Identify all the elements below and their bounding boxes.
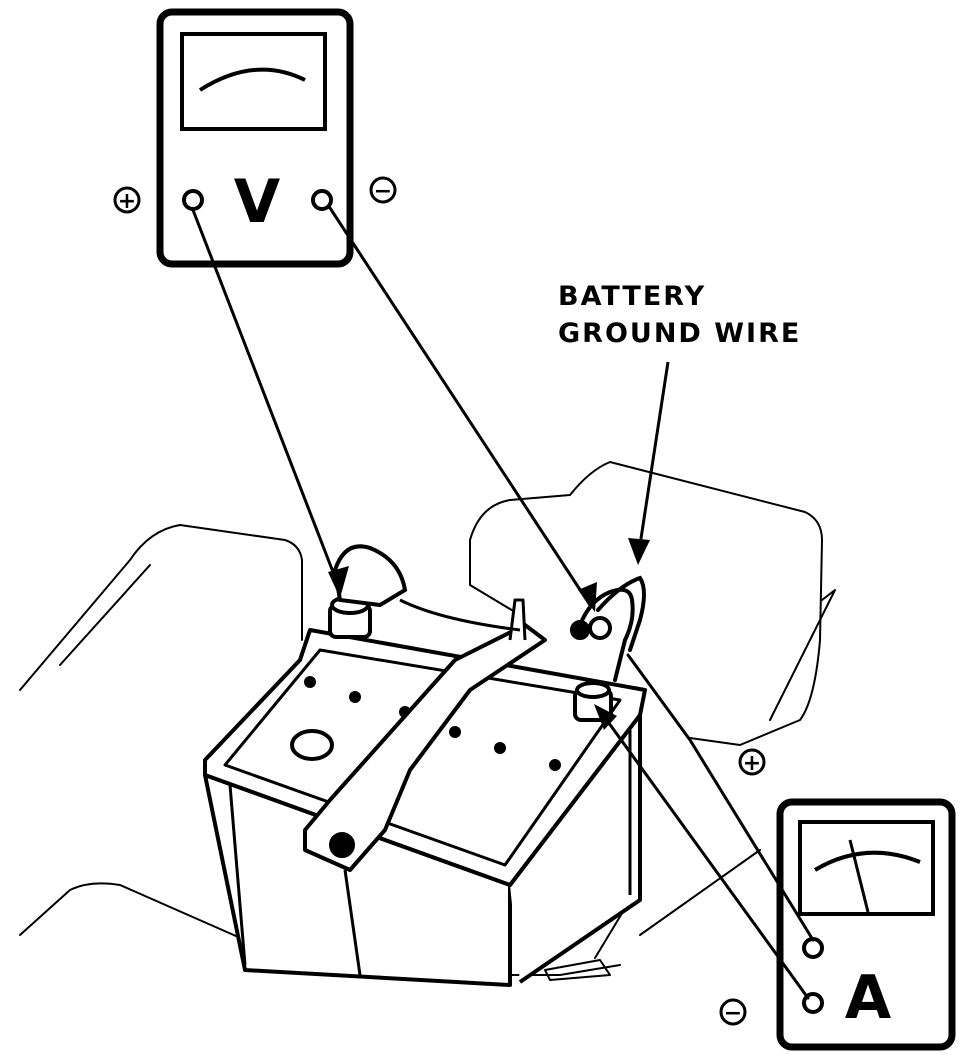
battery-vent-caps <box>304 676 561 771</box>
ammeter-letter: A <box>845 963 892 1033</box>
ammeter-scale-arc <box>813 850 921 872</box>
voltmeter-positive-lead <box>191 208 342 592</box>
ammeter-dial-window <box>798 820 935 916</box>
svg-text:−: − <box>374 179 392 204</box>
voltmeter-positive-symbol: + <box>113 186 141 214</box>
voltmeter-negative-jack[interactable] <box>311 189 333 211</box>
voltmeter-lead-arrows <box>328 566 597 612</box>
ammeter-negative-symbol: − <box>719 998 747 1026</box>
battery-hold-down-strap <box>303 598 547 872</box>
voltmeter-positive-jack[interactable] <box>182 189 204 211</box>
battery <box>203 628 647 987</box>
svg-text:+: + <box>743 751 761 776</box>
voltmeter-negative-lead <box>328 206 592 607</box>
battery-filler-cap <box>290 729 334 761</box>
callout-label-line1: BATTERY <box>558 281 706 312</box>
svg-text:−: − <box>724 1001 742 1026</box>
battery-ground-wire <box>570 575 646 682</box>
svg-text:+: + <box>118 189 136 214</box>
voltmeter-negative-symbol: − <box>369 176 397 204</box>
positive-terminal <box>328 544 408 639</box>
voltmeter-letter: V <box>234 167 281 237</box>
voltmeter-dial-window <box>180 32 327 131</box>
voltmeter: V <box>156 8 354 268</box>
ammeter-positive-lead <box>626 653 815 942</box>
ammeter-positive-jack[interactable] <box>802 937 824 959</box>
callout-label-line2: GROUND WIRE <box>558 318 801 349</box>
ammeter-lead-arrows <box>594 704 617 730</box>
ammeter-needle <box>848 839 870 913</box>
ammeter-leads <box>596 653 815 1000</box>
voltmeter-leads <box>191 206 592 607</box>
ammeter-negative-lead <box>596 706 810 1000</box>
ammeter: A <box>776 798 956 1051</box>
callout-leader-line <box>638 361 670 546</box>
voltmeter-scale-arc <box>198 67 306 92</box>
callout-arrowhead <box>628 538 650 565</box>
ammeter-positive-symbol: + <box>738 748 766 776</box>
positive-cable <box>399 598 521 632</box>
